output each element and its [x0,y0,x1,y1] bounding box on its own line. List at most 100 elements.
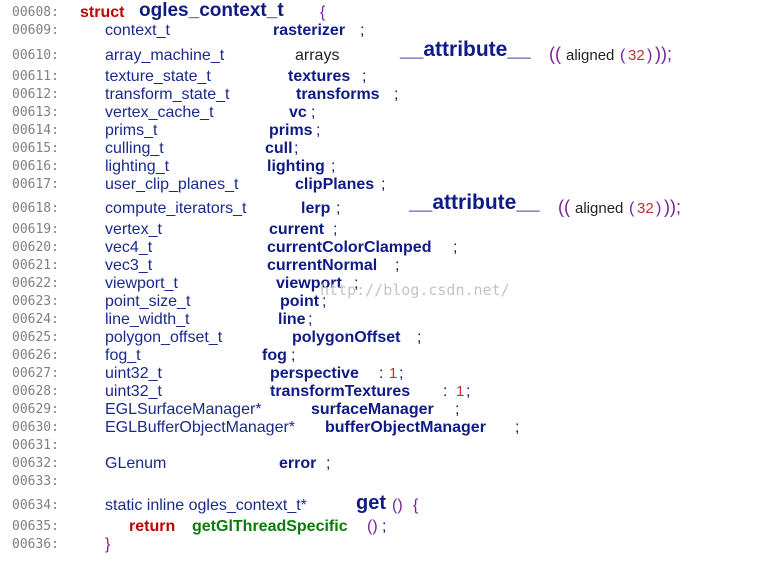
member-name: line [278,311,306,328]
attribute-keyword: __attribute__ [409,191,540,214]
bitfield-width: 1 [389,365,398,382]
semicolon: ; [417,329,422,346]
semicolon: ; [331,158,336,175]
member-type: vertex_cache_t [105,104,214,121]
semicolon: ; [354,275,359,292]
line-number: 00629: [12,402,59,417]
member-type: user_clip_planes_t [105,176,239,193]
attribute-rparen: ) [656,200,662,217]
line-number: 00627: [12,366,59,381]
member-type: polygon_offset_t [105,329,223,346]
member-type: point_size_t [105,293,191,310]
member-type: uint32_t [105,383,162,400]
member-type: uint32_t [105,365,162,382]
member-name: point [280,293,320,310]
return-keyword: return [129,518,176,535]
line-number: 00625: [12,330,59,345]
attribute-keyword: __attribute__ [400,38,531,61]
member-name: current [269,221,325,238]
member-type: culling_t [105,140,164,157]
open-brace: { [320,4,326,21]
bitfield-colon: : [443,383,448,400]
member-name: transformTextures [270,383,411,400]
member-name: currentNormal [267,257,378,274]
call-parens: () [367,518,378,535]
struct-keyword: struct [80,4,125,21]
line-number: 00618: [12,201,59,216]
member-name: bufferObjectManager [325,419,486,436]
line-number: 00634: [12,498,59,513]
member-type: compute_iterators_t [105,200,247,217]
member-name: prims [269,122,313,139]
semicolon: ; [333,221,338,238]
line-number: 00608: [12,5,59,20]
line-number: 00620: [12,240,59,255]
member-name: perspective [270,365,359,382]
line-number: 00612: [12,87,59,102]
getter-parens: () [392,497,403,514]
member-type: array_machine_t [105,47,225,64]
semicolon: ; [382,518,387,535]
semicolon: ; [515,419,520,436]
member-name: polygonOffset [292,329,401,346]
member-name: transforms [296,86,380,103]
member-name: fog [262,347,287,364]
member-type: EGLBufferObjectManager* [105,419,296,436]
attribute-open-parens: (( [549,44,561,64]
member-type: EGLSurfaceManager* [105,401,262,418]
function-call: getGlThreadSpecific [192,518,348,535]
line-number: 00630: [12,420,59,435]
line-number: 00636: [12,537,59,552]
getter-open-brace: { [413,497,419,514]
getter-name: get [356,492,386,514]
line-number: 00616: [12,159,59,174]
semicolon: ; [294,140,299,157]
member-type: vec4_t [105,239,153,256]
member-name: rasterizer [273,22,346,39]
line-number: 00614: [12,123,59,138]
semicolon: ; [336,200,341,217]
semicolon: ; [399,365,404,382]
struct-name: ogles_context_t [139,0,284,21]
line-number: 00628: [12,384,59,399]
semicolon: ; [466,383,471,400]
member-name: vc [289,104,307,121]
line-number: 00624: [12,312,59,327]
line-number: 00619: [12,222,59,237]
member-name: currentColorClamped [267,239,432,256]
bitfield-width: 1 [456,383,465,400]
semicolon: ; [326,455,331,472]
member-name: viewport [276,275,342,292]
semicolon: ; [455,401,460,418]
line-number: 00611: [12,69,59,84]
member-type: vertex_t [105,221,162,238]
attribute-close: )); [655,44,672,64]
member-name: textures [288,68,351,85]
attribute-close: )); [664,197,681,217]
line-number: 00631: [12,438,59,453]
line-number: 00613: [12,105,59,120]
attribute-rparen: ) [647,47,653,64]
member-type: texture_state_t [105,68,211,85]
member-type: context_t [105,22,170,39]
semicolon: ; [395,257,400,274]
attribute-lparen: ( [629,200,635,217]
attribute-lparen: ( [620,47,626,64]
semicolon: ; [311,104,316,121]
attribute-aligned: aligned [566,47,615,64]
semicolon: ; [316,122,321,139]
semicolon: ; [453,239,458,256]
line-number: 00623: [12,294,59,309]
line-number: 00609: [12,23,59,38]
member-type: line_width_t [105,311,190,328]
watermark: http://blog.csdn.net/ [320,281,510,299]
semicolon: ; [381,176,386,193]
semicolon: ; [291,347,296,364]
member-name: surfaceManager [311,401,434,418]
member-name: clipPlanes [295,176,375,193]
member-type: viewport_t [105,275,178,292]
attribute-value: 32 [628,47,645,64]
member-name: error [279,455,317,472]
bitfield-colon: : [379,365,384,382]
